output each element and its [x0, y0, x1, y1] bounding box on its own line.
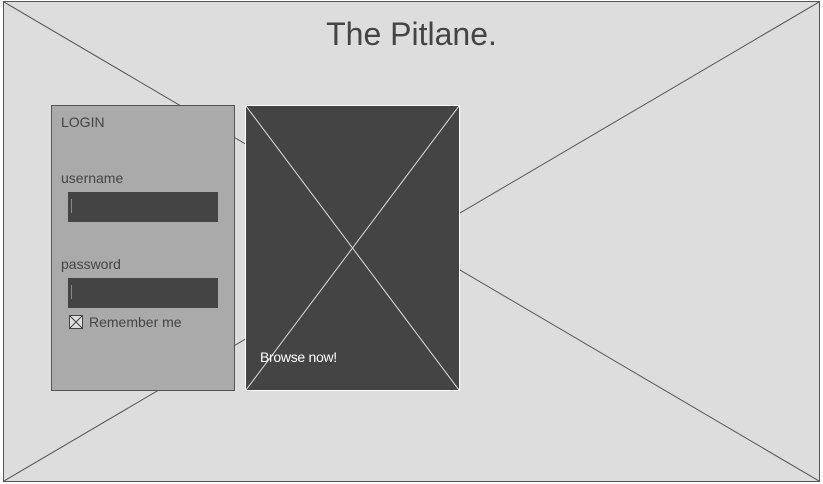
username-label: username — [61, 170, 124, 186]
password-label: password — [61, 256, 121, 272]
remember-me-row[interactable]: Remember me — [69, 314, 182, 330]
site-title: The Pitlane. — [326, 16, 497, 52]
remember-me-checkbox[interactable] — [69, 315, 83, 329]
browse-now-link[interactable]: Browse now! — [260, 349, 337, 365]
password-input[interactable] — [68, 278, 218, 308]
promo-panel: Browse now! — [245, 105, 460, 391]
username-input[interactable] — [68, 192, 218, 222]
landing-page: The Pitlane. LOGIN username password Rem… — [3, 1, 820, 482]
login-panel: LOGIN username password Remember me — [51, 105, 235, 391]
text-caret — [71, 285, 72, 299]
login-heading: LOGIN — [61, 114, 105, 130]
text-caret — [71, 199, 72, 213]
image-placeholder-icon — [246, 106, 459, 390]
checkbox-check-icon — [70, 316, 82, 328]
remember-me-label: Remember me — [89, 314, 182, 330]
